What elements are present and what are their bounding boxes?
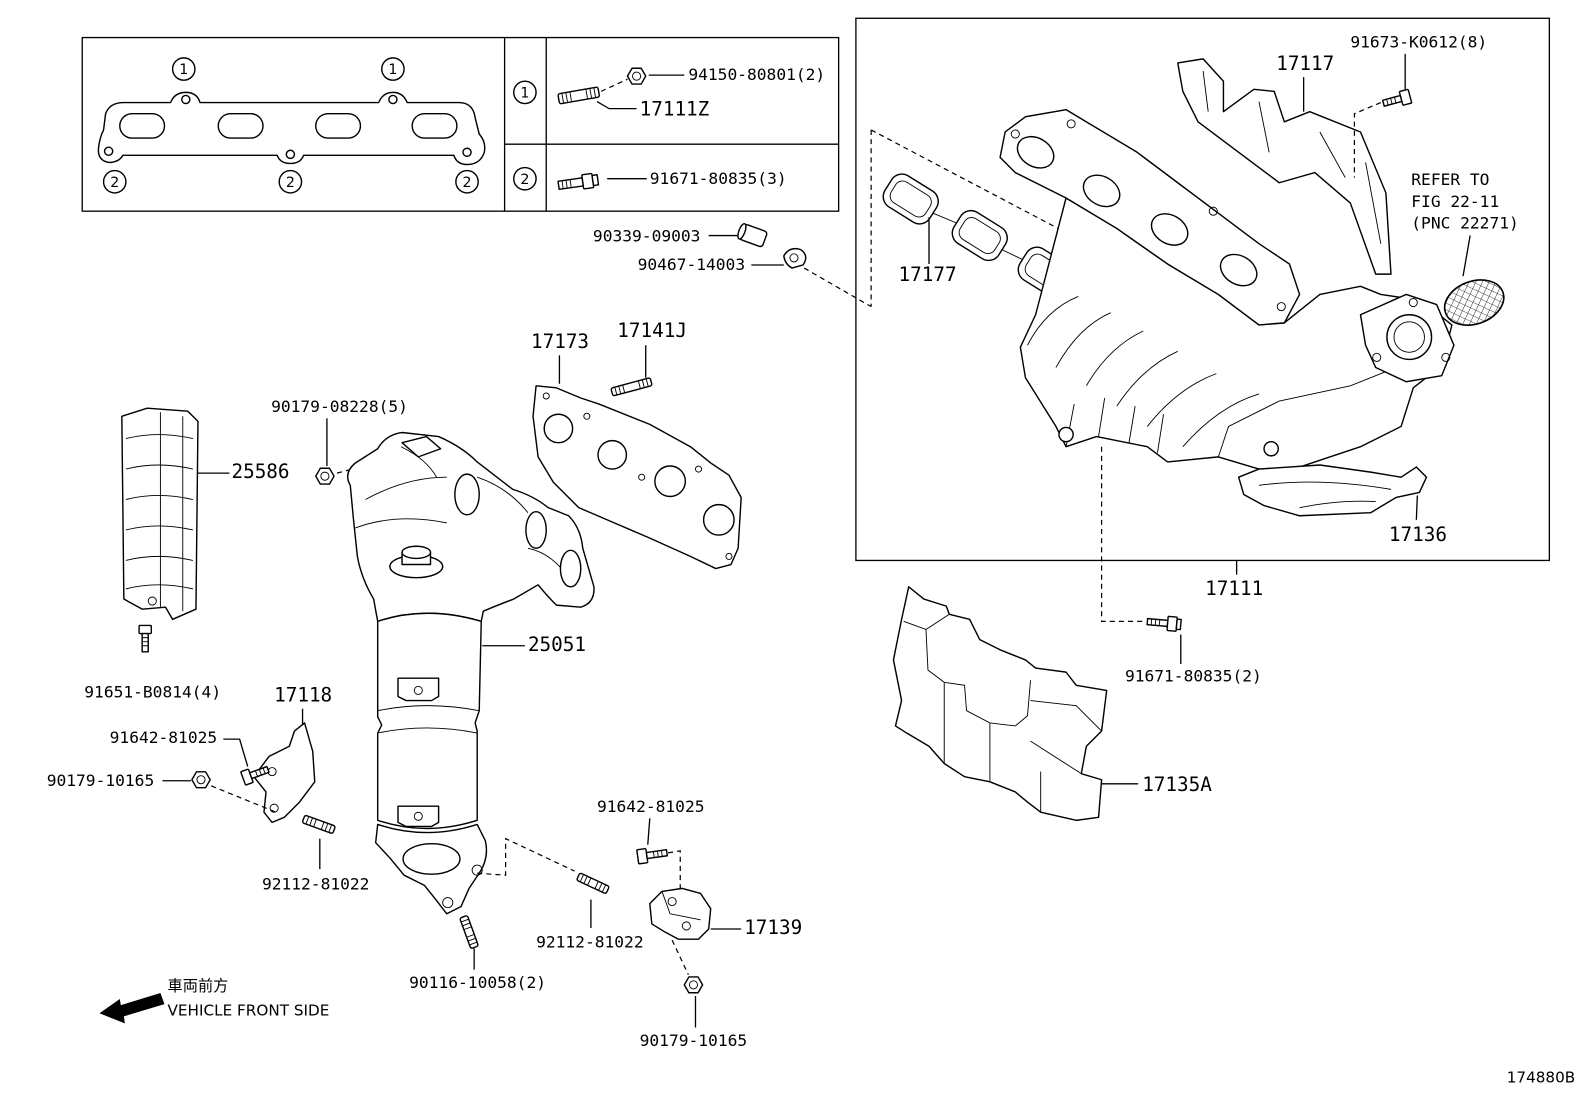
row-2-marker: 2 <box>513 166 537 191</box>
gasket-inset-box: 1 1 2 2 2 1 2 94150-80801(2) 17111Z 9167… <box>81 36 840 212</box>
leader-line <box>596 100 637 110</box>
marker-label: 1 <box>520 85 529 101</box>
intake-manifold-17111 <box>999 108 1455 470</box>
dashed-assembly-line <box>600 78 628 92</box>
bolt-91642-right <box>636 847 669 865</box>
marker-label: 1 <box>388 62 397 78</box>
nut-94150 <box>626 67 647 85</box>
stud-92112-left <box>302 814 336 834</box>
refer-note-line: (PNC 22271) <box>1411 213 1519 232</box>
part-number-label: 91642-81025 <box>597 797 705 816</box>
vehicle-front-arrow-icon <box>99 992 165 1024</box>
refer-note-line: FIG 22-11 <box>1411 192 1499 211</box>
bolt-91671 <box>1146 615 1182 632</box>
dashed-assembly-line <box>1100 446 1146 622</box>
marker-2: 2 <box>455 169 479 194</box>
part-number-label: 17136 <box>1389 523 1447 546</box>
part-number-label: 91671-80835(2) <box>1125 666 1262 685</box>
leader-line <box>1415 495 1419 520</box>
part-number-label: 17118 <box>274 684 332 707</box>
direction-label-en: VEHICLE FRONT SIDE <box>168 1001 330 1019</box>
stud-17141j <box>610 377 653 397</box>
refer-note-line: REFER TO <box>1411 170 1489 189</box>
nut-90179-08228 <box>315 467 335 485</box>
marker-label: 2 <box>286 175 295 191</box>
bolt-91673 <box>1381 88 1413 107</box>
stud-17111z <box>557 86 600 105</box>
marker-1: 1 <box>381 57 405 81</box>
part-number-label: 90179-08228(5) <box>271 397 408 416</box>
inset-frame <box>81 36 840 212</box>
direction-label-jp: 車両前方 <box>168 977 229 995</box>
part-number-label: 91642-81025 <box>110 728 218 747</box>
part-number-label: 17177 <box>899 263 957 286</box>
marker-2: 2 <box>102 169 127 194</box>
dashed-assembly-line <box>803 267 872 308</box>
nut-90179-10165-left <box>191 771 211 789</box>
marker-1: 1 <box>171 57 196 81</box>
leader-line <box>223 738 249 767</box>
stay-17139 <box>649 887 712 940</box>
part-number-label: 17135A <box>1142 773 1212 796</box>
part-number-label: 90179-10165 <box>640 1031 748 1050</box>
part-number-label: 94150-80801(2) <box>688 65 825 84</box>
part-number-label: 92112-81022 <box>262 874 370 893</box>
upper-insulator-17117 <box>1177 58 1392 275</box>
part-number-label: 17117 <box>1276 52 1334 75</box>
part-number-label: 17139 <box>744 916 802 939</box>
leader-line <box>647 818 651 845</box>
side-insulator-17135a <box>892 586 1108 822</box>
part-number-label: 17173 <box>531 330 589 353</box>
leader-line <box>1462 235 1471 277</box>
dashed-assembly-line <box>671 939 689 975</box>
part-number-label: 92112-81022 <box>536 932 644 951</box>
bolt-91671-inset <box>557 172 600 191</box>
clip-90467 <box>783 247 807 269</box>
part-number-label: 90116-10058(2) <box>409 973 546 992</box>
part-number-label: 90179-10165 <box>47 771 155 790</box>
part-number-label: 91651-B0814(4) <box>84 683 221 702</box>
part-number-label: 91671-80835(3) <box>650 169 787 188</box>
bolt-91642-left <box>240 765 270 786</box>
intake-manifold-group-frame <box>855 17 1551 562</box>
dashed-assembly-line <box>210 785 277 813</box>
lower-insulator-17136 <box>1237 464 1428 517</box>
marker-label: 2 <box>520 172 529 188</box>
sleeve-90339 <box>737 222 768 248</box>
part-number-label: 25586 <box>231 460 289 483</box>
exhaust-manifold-converter-25051 <box>346 431 595 915</box>
part-number-label: 25051 <box>528 633 586 656</box>
bolt-91651 <box>138 624 152 653</box>
row-1-marker: 1 <box>513 80 537 105</box>
stud-90116 <box>459 915 479 949</box>
part-number-label: 90339-09003 <box>593 227 701 246</box>
part-number-label: 17111Z <box>640 98 710 121</box>
figure-id: 174880B <box>1507 1068 1576 1086</box>
marker-2: 2 <box>278 169 303 194</box>
part-number-label: 17141J <box>617 319 687 342</box>
part-number-label: 91673-K0612(8) <box>1350 33 1487 52</box>
heat-insulator-25586 <box>121 407 199 621</box>
marker-label: 2 <box>463 175 472 191</box>
part-number-label: 17111 <box>1205 577 1263 600</box>
dashed-assembly-line <box>1353 101 1382 178</box>
throttle-mesh-gasket <box>1443 279 1505 326</box>
stud-92112-right <box>576 872 610 894</box>
marker-label: 1 <box>179 62 188 78</box>
inset-gasket <box>97 91 486 166</box>
nut-90179-10165-bottom <box>683 976 704 994</box>
dashed-assembly-line <box>667 850 681 894</box>
dashed-assembly-line <box>477 837 575 876</box>
part-number-label: 90467-14003 <box>638 255 746 274</box>
exhaust-gasket-17173 <box>532 385 742 570</box>
marker-label: 2 <box>110 175 119 191</box>
